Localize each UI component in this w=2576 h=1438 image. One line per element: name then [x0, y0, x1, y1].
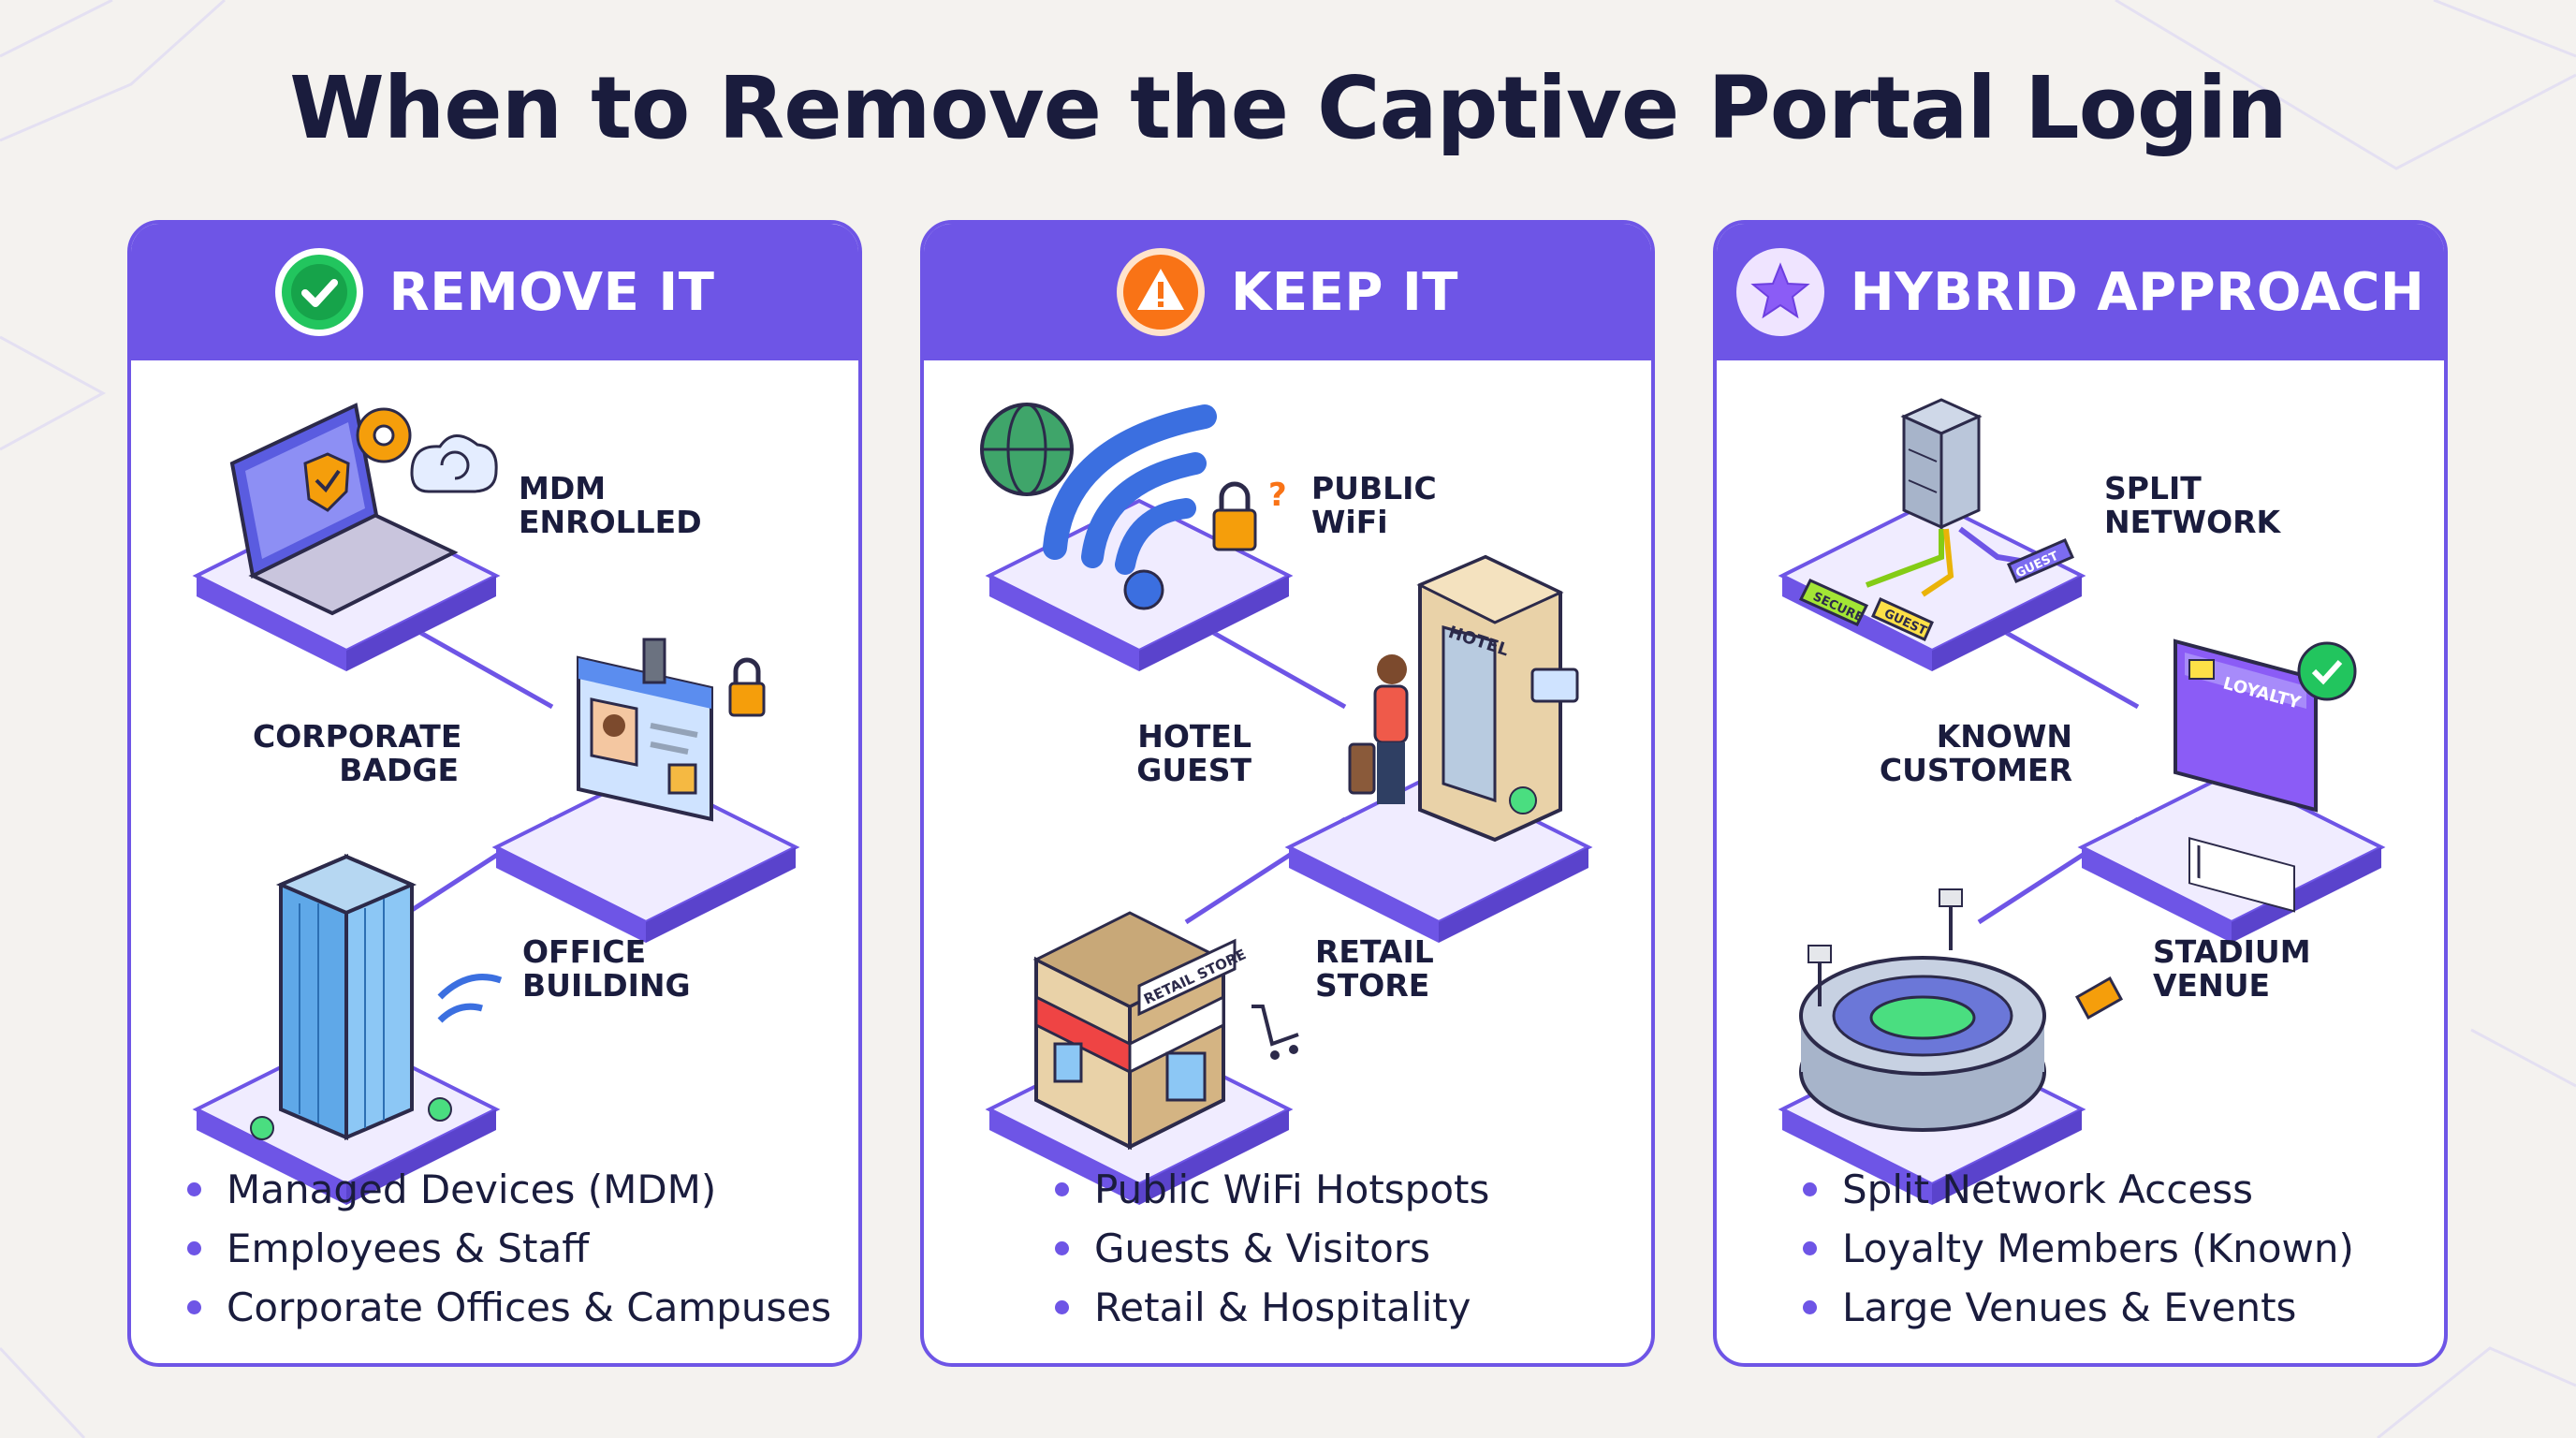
loyalty-card-icon: LOYALTY	[2174, 638, 2357, 913]
list-item: Retail & Hospitality	[1055, 1278, 1489, 1337]
office-building-icon	[250, 853, 503, 1141]
bullet-list-remove: Managed Devices (MDM) Employees & Staff …	[187, 1160, 831, 1337]
panel-hybrid-approach: HYBRID APPROACH SECURE GUEST GUEST	[1713, 220, 2448, 1367]
panel-header-keep: KEEP IT	[924, 224, 1651, 360]
bullet-list-keep: Public WiFi Hotspots Guests & Visitors R…	[1055, 1160, 1489, 1337]
list-item: Loyalty Members (Known)	[1803, 1219, 2354, 1278]
scene-label-badge: CORPORATE BADGE	[253, 718, 462, 788]
stadium-icon	[1799, 888, 2124, 1132]
scene-label-split-network: SPLIT NETWORK	[2104, 470, 2281, 540]
list-item: Corporate Offices & Campuses	[187, 1278, 831, 1337]
scene-label-hotel: HOTEL GUEST	[1136, 718, 1251, 788]
list-item: Large Venues & Events	[1803, 1278, 2354, 1337]
id-badge-icon	[577, 638, 766, 822]
scene-label-office: OFFICE BUILDING	[522, 933, 691, 1004]
list-item: Managed Devices (MDM)	[187, 1160, 831, 1219]
scene-label-retail: RETAIL STORE	[1315, 933, 1434, 1004]
laptop-shield-icon	[229, 403, 498, 616]
panel-header-label: HYBRID APPROACH	[1850, 261, 2425, 323]
check-circle-icon	[274, 248, 363, 336]
scene-label-stadium: STADIUM VENUE	[2153, 933, 2311, 1004]
list-item: Employees & Staff	[187, 1219, 831, 1278]
scene-label-mdm: MDM ENROLLED	[519, 470, 702, 540]
platform-known-customer	[2077, 770, 2386, 943]
keep-scenes-illustration: ? HOTEL	[980, 403, 1593, 1205]
hotel-icon: HOTEL	[1348, 554, 1579, 843]
list-item: Split Network Access	[1803, 1160, 2354, 1219]
panel-header-remove: REMOVE IT	[131, 224, 858, 360]
wifi-globe-icon: ?	[980, 403, 1287, 610]
list-item: Public WiFi Hotspots	[1055, 1160, 1489, 1219]
scene-label-known-customer: KNOWN CUSTOMER	[1879, 718, 2072, 788]
panel-remove-it: REMOVE IT	[127, 220, 862, 1367]
hybrid-scenes-illustration: SECURE GUEST GUEST LOYALTY	[1778, 398, 2386, 1205]
warning-triangle-icon	[1117, 248, 1205, 336]
page-title: When to Remove the Captive Portal Login	[289, 58, 2287, 158]
panel-header-label: KEEP IT	[1231, 261, 1458, 323]
panel-keep-it: KEEP IT ?	[920, 220, 1655, 1367]
platform-badge	[491, 770, 800, 943]
server-split-icon: SECURE GUEST GUEST	[1798, 398, 2074, 641]
list-item: Guests & Visitors	[1055, 1219, 1489, 1278]
panel-header-hybrid: HYBRID APPROACH	[1717, 224, 2444, 360]
remove-scenes-illustration	[192, 403, 800, 1205]
scene-label-public-wifi: PUBLIC WiFi	[1311, 470, 1437, 540]
star-icon	[1735, 248, 1824, 336]
panel-header-label: REMOVE IT	[388, 261, 715, 323]
svg-text:?: ?	[1268, 477, 1287, 514]
bullet-list-hybrid: Split Network Access Loyalty Members (Kn…	[1803, 1160, 2354, 1337]
